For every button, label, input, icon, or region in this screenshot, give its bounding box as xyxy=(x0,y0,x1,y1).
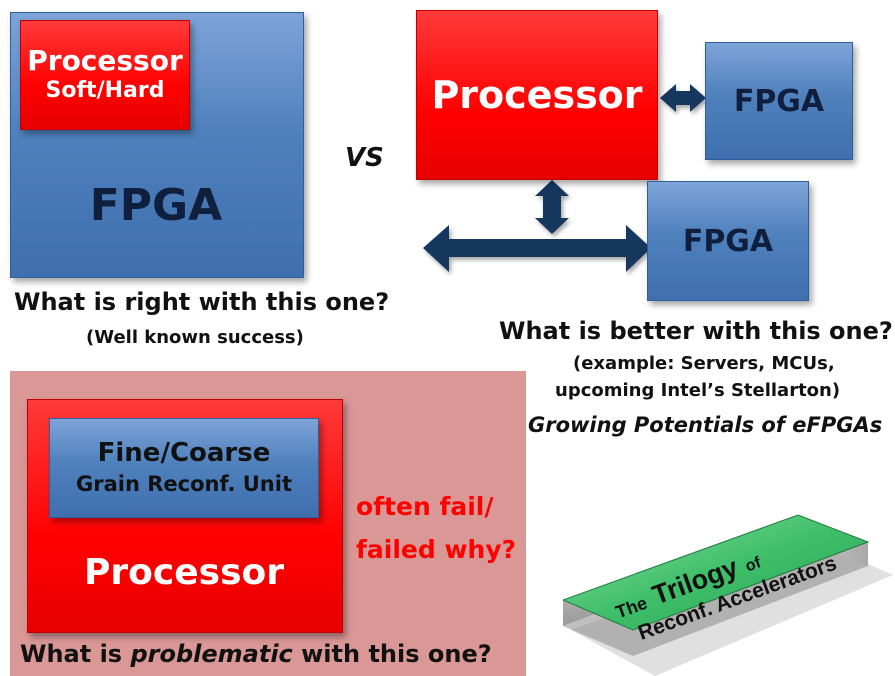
question-right-sub: (Well known success) xyxy=(86,327,304,348)
fpga-block-upper: FPGA xyxy=(705,42,853,160)
processor-label: Processor xyxy=(431,73,643,117)
vs-label: VS xyxy=(345,143,384,173)
processor-subtitle: Soft/Hard xyxy=(45,78,165,103)
plate-top-face xyxy=(563,514,870,631)
processor-block-main: Processor xyxy=(416,10,658,180)
fpga-label-left: FPGA xyxy=(89,180,223,231)
fpga-label-upper: FPGA xyxy=(733,83,825,119)
question-better-example-2: upcoming Intel’s Stellarton) xyxy=(555,380,841,401)
question-problematic: What is problematic with this one? xyxy=(20,640,492,668)
arrow-processor-bus xyxy=(535,180,569,234)
reconf-unit-block: Fine/Coarse Grain Reconf. Unit xyxy=(49,418,319,518)
processor-block-embedded: Processor Soft/Hard xyxy=(20,20,190,130)
processor-title: Processor xyxy=(27,44,183,77)
question-better-example-1: (example: Servers, MCUs, xyxy=(573,353,835,374)
fpga-block-lower: FPGA xyxy=(647,181,809,301)
processor-label-host: Processor xyxy=(84,552,284,593)
trilogy-of: of xyxy=(743,554,764,575)
fpga-label-lower: FPGA xyxy=(682,223,774,259)
arrow-processor-fpga1 xyxy=(660,84,706,112)
question-problematic-post: with this one? xyxy=(292,640,492,668)
growing-potentials-note: Growing Potentials of eFPGAs xyxy=(528,413,883,437)
question-right: What is right with this one? xyxy=(14,288,390,316)
question-problematic-em: problematic xyxy=(130,640,293,668)
arrow-bus xyxy=(423,225,651,272)
reconf-unit-line-1: Fine/Coarse xyxy=(97,438,271,468)
question-problematic-pre: What is xyxy=(20,640,131,668)
fail-note-line-1: often fail/ xyxy=(356,492,494,521)
question-better: What is better with this one? xyxy=(499,317,893,345)
trilogy-plate: The Trilogy of Reconf. Accelerators xyxy=(563,514,893,676)
reconf-unit-line-2: Grain Reconf. Unit xyxy=(76,472,292,496)
fail-note-line-2: failed why? xyxy=(356,535,517,564)
